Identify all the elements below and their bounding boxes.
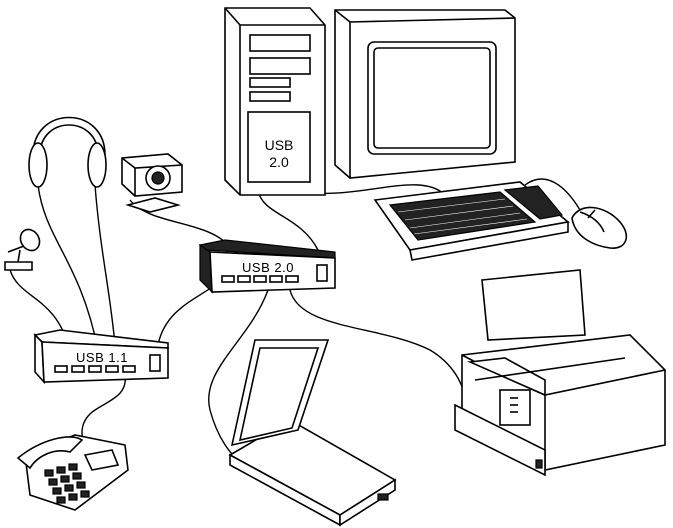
drive-bay-3	[249, 77, 291, 88]
scanner	[228, 339, 397, 527]
monitor	[334, 9, 516, 179]
usb11-hub-ports	[54, 365, 136, 373]
cable-hub11-to-phone	[81, 374, 126, 446]
cable-hub20-to-hub11	[157, 284, 216, 346]
telephone	[16, 434, 129, 511]
usb11-hub-label: USB 1.1	[76, 350, 128, 365]
pc-usb-panel	[247, 111, 311, 183]
scanner-lid	[230, 339, 330, 447]
cable-hub20-to-printer	[289, 289, 466, 396]
usb20-hub-switch	[316, 264, 328, 282]
monitor-screen	[367, 41, 497, 155]
cable-pc-to-hub20	[257, 189, 319, 251]
headphone-cup-right	[87, 142, 107, 188]
cable-hub20-to-scanner	[208, 289, 269, 461]
cable-keyboard-to-mouse	[524, 178, 581, 211]
usb11-hub: USB 1.1	[33, 329, 169, 385]
keyboard	[373, 181, 570, 261]
drive-bay-4	[249, 91, 291, 102]
drive-bay-2	[249, 57, 311, 75]
telephone-keypad	[44, 463, 90, 504]
usb20-hub: USB 2.0	[198, 239, 336, 294]
cable-headphones-to-hub11	[37, 184, 99, 351]
printer	[454, 269, 666, 477]
headphones	[28, 116, 107, 188]
webcam	[121, 153, 183, 213]
usb11-hub-switch	[149, 354, 161, 372]
usb20-hub-label: USB 2.0	[242, 260, 294, 275]
headphone-cup-left	[28, 142, 48, 188]
pc-tower: USB 2.0	[224, 7, 326, 196]
usb20-hub-ports	[221, 275, 299, 283]
pc-usb-label-line2: 2.0	[269, 154, 289, 170]
pc-usb-label-line1: USB	[265, 137, 294, 153]
microphone	[4, 228, 41, 271]
mouse	[571, 206, 628, 249]
drive-bay-1	[249, 34, 311, 52]
cable-headphones-right	[94, 184, 116, 346]
printer-paper	[481, 269, 586, 341]
